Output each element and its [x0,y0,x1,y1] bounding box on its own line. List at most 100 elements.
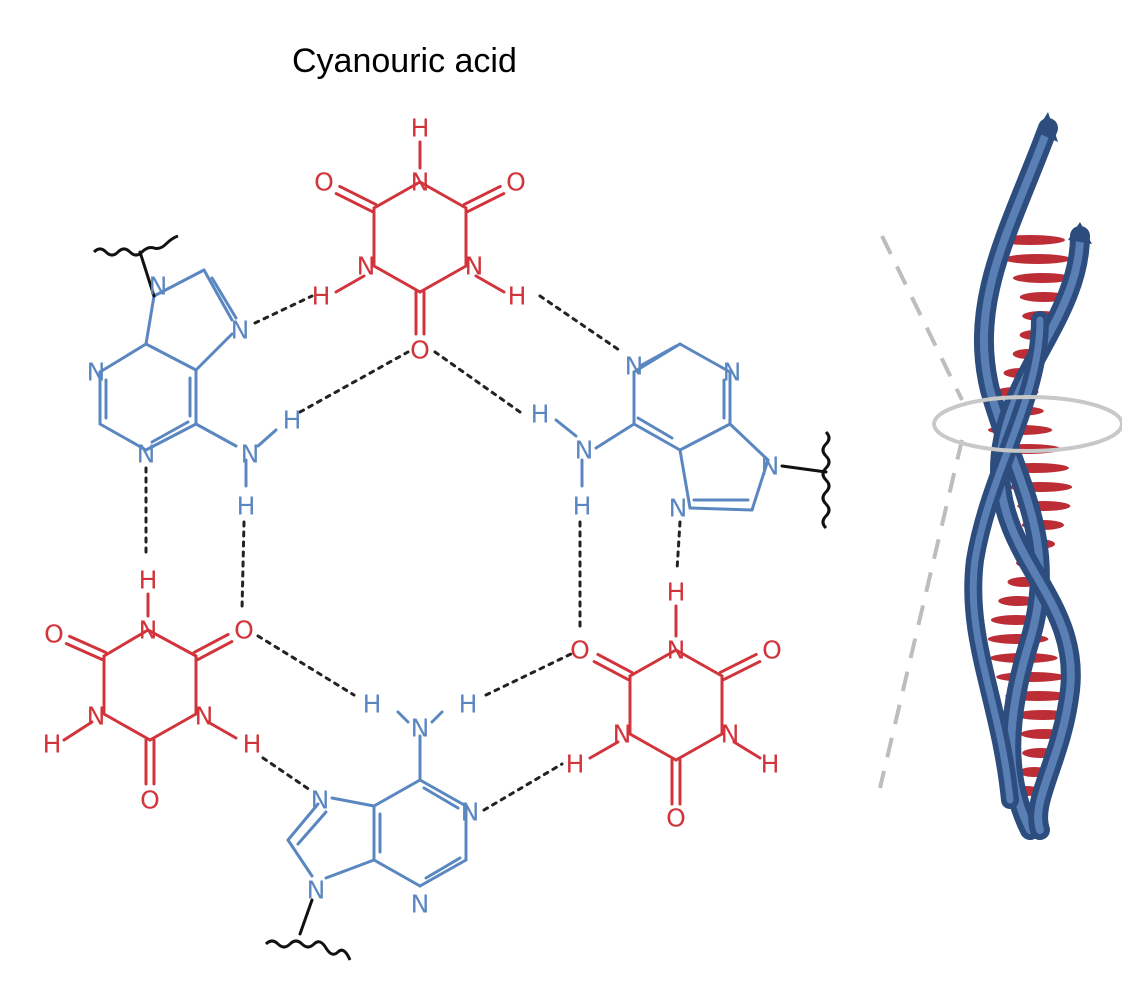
atom-h: H [761,750,780,779]
hydrogen-bond [298,350,410,414]
backbone-wavy-bond [264,939,352,961]
ring-bond [148,712,198,742]
atom-h: H [508,282,527,311]
hydrogen-bond [256,634,356,697]
atom-n: N [241,440,260,469]
ring-bond [372,264,422,294]
sugar-linker [780,464,828,474]
ring-double-bond [638,344,678,368]
hydrogen-bond [484,652,573,697]
ring-bond [628,732,678,762]
ring-bond [102,628,150,658]
atom-h: H [139,566,158,595]
ring-double-bond [150,420,190,444]
atom-h: H [459,690,478,719]
atom-o: O [314,168,334,197]
n-h-bond [554,418,578,438]
guide-dash-lower [878,439,964,789]
ring-bond [372,778,422,808]
n-h-bond [732,740,762,760]
ring-bond [144,294,156,346]
n-h-bond [474,274,506,294]
n-h-bond [588,740,620,760]
ring-bond [194,332,234,372]
atom-o: O [44,620,64,649]
n-h-bond [62,720,94,742]
stacked-base-rung [1003,254,1071,264]
ring-double-bond [296,810,328,846]
adenine-bonds [98,268,770,888]
ring-bond [628,648,678,678]
atom-n: N [357,252,376,281]
atom-n: N [411,168,430,197]
hydrogen-bond [538,294,624,354]
carbonyl-double-bond [718,652,758,674]
atom-o: O [666,804,686,833]
ring-bond [98,422,148,452]
atom-h: H [573,492,592,521]
ring-bond [728,422,770,462]
hydrogen-bond [261,756,312,792]
carbonyl-double-bond [596,652,634,674]
atom-h: H [43,730,62,759]
n-h-bond [396,710,410,724]
ring-bond [674,732,724,762]
atom-h: H [243,730,262,759]
n-h-bond [334,274,366,294]
ring-bond [372,858,422,888]
helix-strand-1-highlight [979,124,1052,834]
ring-bond [102,712,152,742]
atom-n: N [411,890,430,919]
guide-dash-upper [880,235,964,401]
amine-bond [194,422,238,448]
amine-bond [594,422,636,450]
stacked-base-rung [996,672,1067,682]
ring-bond [750,458,770,512]
n-h-bond [206,720,238,740]
atom-n: N [307,876,326,905]
helix-arrowhead-2 [1068,222,1092,244]
ring-bond [678,422,732,452]
atom-o: O [234,616,254,645]
n-h-bond [256,428,278,448]
hydrogen-bond [253,294,314,325]
ring-double-bond [636,416,674,440]
atom-h: H [312,282,331,311]
ring-bond [202,268,234,322]
ring-bond [678,342,732,374]
ring-bond [330,796,376,808]
hydrogen-bond [482,762,564,812]
hydrogen-bond [240,520,246,612]
ring-bond [418,778,468,808]
atom-n: N [667,636,686,665]
helix-arrowhead-1 [1036,112,1058,142]
atom-h: H [667,578,686,607]
ring-bond [674,648,724,678]
helix-strand-3-highlight [969,316,1044,804]
atom-n: N [721,720,740,749]
stacked-base-rung [1012,273,1073,283]
ring-double-bond [424,856,462,880]
atom-n: N [461,798,480,827]
ring-bond [286,838,314,878]
cross-section-ellipse [932,395,1122,453]
ring-bond [98,342,148,374]
carbonyl-double-bond [64,642,104,662]
backbone-wavy-bond [92,234,179,257]
atom-n: N [139,616,158,645]
ring-bond [678,448,692,510]
supramolecular-helix [878,112,1122,840]
carbonyl-double-bond [192,632,230,654]
ring-bond [144,342,198,372]
atom-h: H [363,690,382,719]
atom-n: N [195,702,214,731]
atom-n: N [669,494,688,523]
atom-n: N [149,272,168,301]
atom-h: H [283,406,302,435]
atom-n: N [625,352,644,381]
atom-n: N [723,358,742,387]
carbonyl-double-bond [592,660,630,682]
